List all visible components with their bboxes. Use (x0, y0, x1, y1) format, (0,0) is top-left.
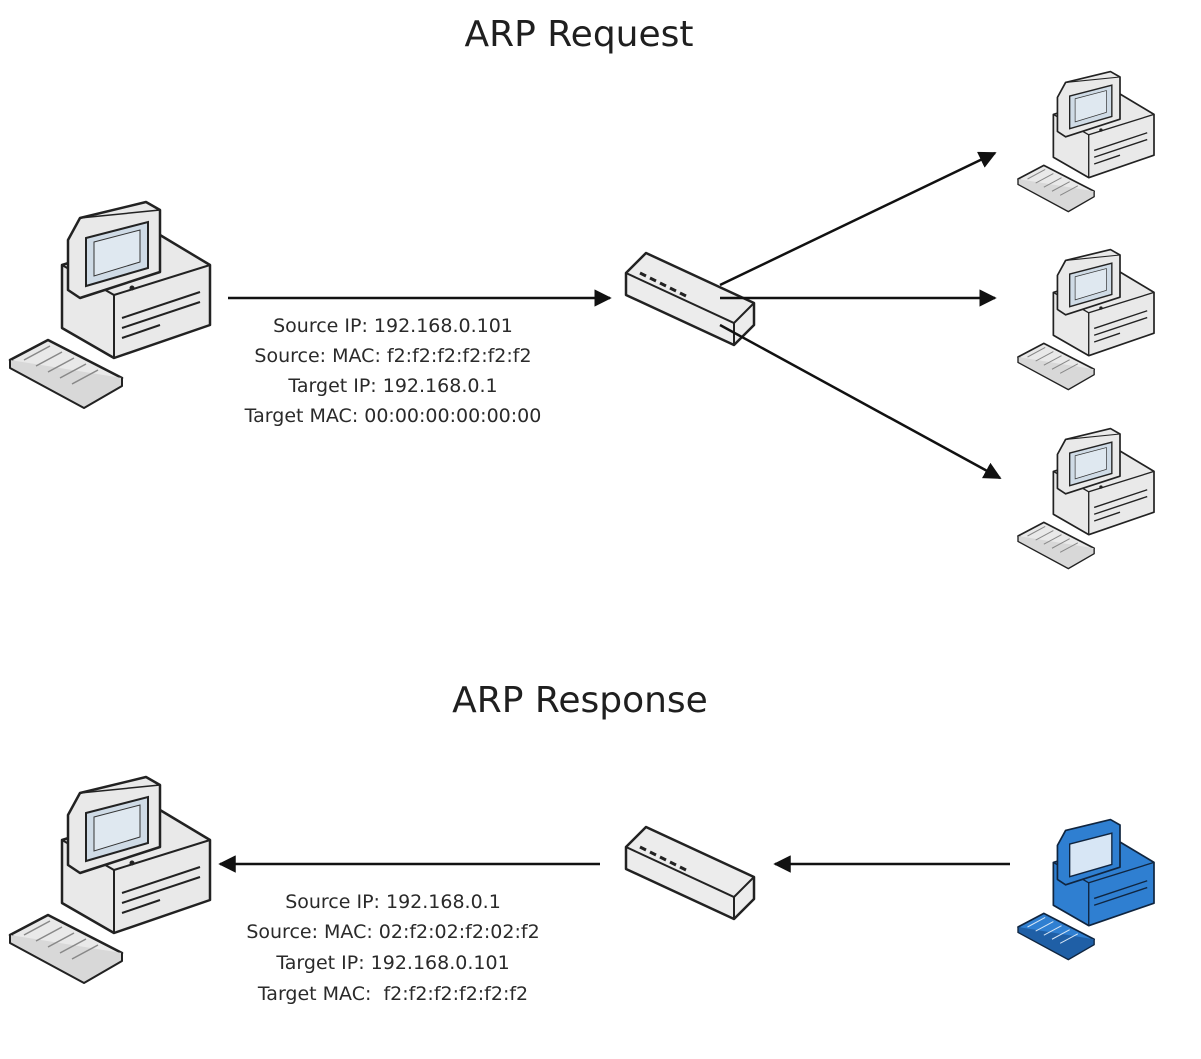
sender-computer-icon (8, 200, 212, 410)
response-field-source-ip: Source IP: 192.168.0.1 (285, 891, 501, 913)
requester-computer-icon (8, 775, 212, 985)
request-title: ARP Request (464, 14, 693, 55)
broadcast-arrow-1 (719, 151, 997, 287)
response-field-source-mac: Source: MAC: 02:f2:02:f2:02:f2 (246, 921, 539, 943)
request-field-target-mac: Target MAC: 00:00:00:00:00:00 (244, 405, 542, 427)
response-switch-icon (624, 825, 756, 921)
response-title: ARP Response (452, 680, 708, 721)
host-computer-icon-3 (1017, 427, 1155, 570)
target-computer-icon (1017, 818, 1155, 961)
response-field-target-ip: Target IP: 192.168.0.101 (275, 952, 509, 974)
request-field-source-ip: Source IP: 192.168.0.101 (273, 315, 513, 337)
response-field-target-mac: Target MAC: f2:f2:f2:f2:f2:f2 (257, 983, 528, 1005)
host-computer-icon-1 (1017, 70, 1155, 213)
host-computer-icon-2 (1017, 248, 1155, 391)
request-field-source-mac: Source: MAC: f2:f2:f2:f2:f2:f2 (254, 345, 531, 367)
request-field-target-ip: Target IP: 192.168.0.1 (287, 375, 497, 397)
broadcast-arrow-3 (719, 323, 1002, 480)
